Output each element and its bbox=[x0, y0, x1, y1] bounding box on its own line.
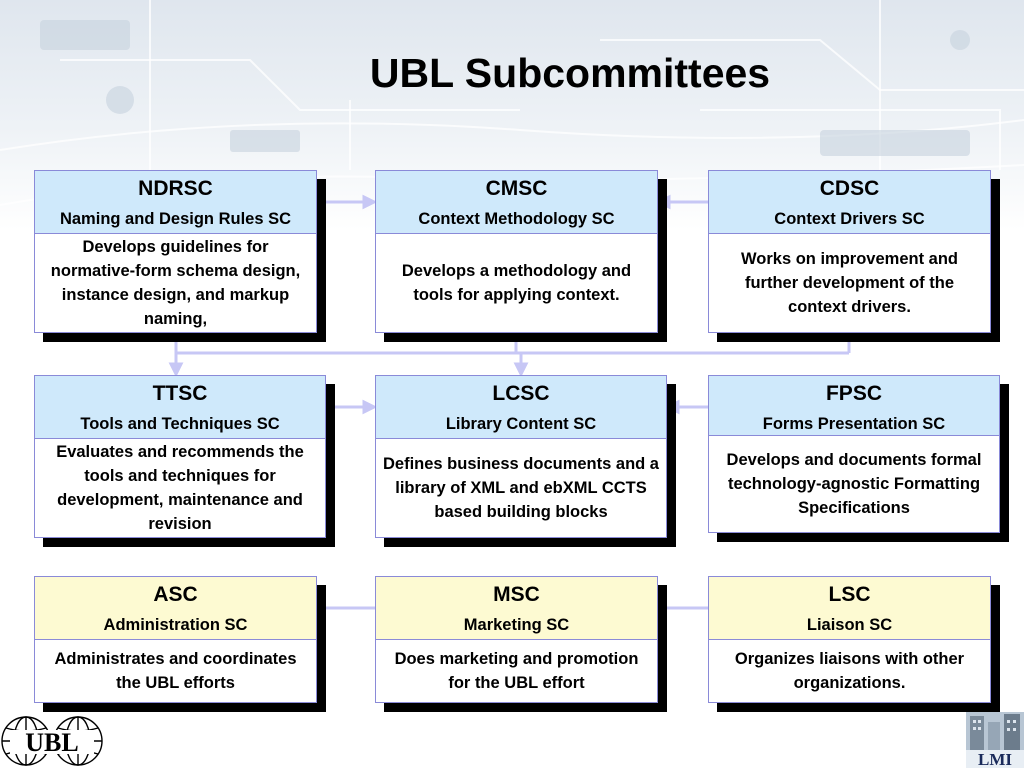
box-header: NDRSC Naming and Design Rules SC bbox=[35, 171, 316, 234]
subcommittee-name: Context Methodology SC bbox=[418, 210, 615, 228]
box-msc: MSC Marketing SC Does marketing and prom… bbox=[375, 576, 658, 703]
box-header: MSC Marketing SC bbox=[376, 577, 657, 640]
box-header: CDSC Context Drivers SC bbox=[709, 171, 990, 234]
box-cdsc: CDSC Context Drivers SC Works on improve… bbox=[708, 170, 991, 333]
box-lcsc: LCSC Library Content SC Defines business… bbox=[375, 375, 667, 538]
subcommittee-abbr: CMSC bbox=[485, 177, 548, 200]
box-header: LSC Liaison SC bbox=[709, 577, 990, 640]
subcommittee-name: Tools and Techniques SC bbox=[80, 415, 280, 433]
subcommittee-description: Does marketing and promotion for the UBL… bbox=[394, 650, 639, 692]
box-header: FPSC Forms Presentation SC bbox=[709, 376, 999, 436]
subcommittee-abbr: ASC bbox=[153, 583, 198, 606]
page-title: UBL Subcommittees bbox=[369, 50, 771, 96]
box-asc: ASC Administration SC Administrates and … bbox=[34, 576, 317, 703]
subcommittee-description: Administrates and coordinates the UBL ef… bbox=[54, 650, 297, 692]
subcommittee-name: Liaison SC bbox=[806, 616, 893, 634]
subcommittee-name: Marketing SC bbox=[463, 616, 570, 634]
ubl-logo-text: UBL bbox=[25, 728, 78, 757]
subcommittee-description: Develops and documents formal technology… bbox=[726, 451, 982, 517]
subcommittee-abbr: MSC bbox=[493, 583, 540, 606]
subcommittee-abbr: FPSC bbox=[825, 382, 882, 405]
box-lsc: LSC Liaison SC Organizes liaisons with o… bbox=[708, 576, 991, 703]
subcommittee-abbr: CDSC bbox=[819, 177, 880, 200]
box-header: TTSC Tools and Techniques SC bbox=[35, 376, 325, 439]
subcommittee-description: Develops guidelines for normative-form s… bbox=[50, 238, 301, 328]
box-header: CMSC Context Methodology SC bbox=[376, 171, 657, 234]
subcommittee-name: Library Content SC bbox=[445, 415, 597, 433]
box-fpsc: FPSC Forms Presentation SC Develops and … bbox=[708, 375, 1000, 533]
subcommittee-name: Administration SC bbox=[103, 616, 248, 634]
subcommittee-description: Defines business documents and a library… bbox=[383, 455, 659, 521]
box-ttsc: TTSC Tools and Techniques SC Evaluates a… bbox=[34, 375, 326, 538]
box-header: ASC Administration SC bbox=[35, 577, 316, 640]
subcommittee-description: Evaluates and recommends the tools and t… bbox=[56, 443, 304, 533]
ubl-logo: UBL bbox=[1, 716, 103, 766]
subcommittee-description: Develops a methodology and tools for app… bbox=[401, 262, 632, 304]
lmi-logo: LMI bbox=[966, 712, 1024, 768]
subcommittee-name: Context Drivers SC bbox=[774, 210, 925, 228]
subcommittee-abbr: LCSC bbox=[492, 382, 550, 405]
box-header: LCSC Library Content SC bbox=[376, 376, 666, 439]
subcommittee-name: Naming and Design Rules SC bbox=[59, 210, 292, 228]
subcommittee-abbr: NDRSC bbox=[138, 177, 213, 200]
subcommittee-description: Organizes liaisons with other organizati… bbox=[734, 650, 965, 692]
lmi-logo-text: LMI bbox=[978, 750, 1012, 768]
subcommittee-abbr: LSC bbox=[828, 583, 871, 606]
box-cmsc: CMSC Context Methodology SC Develops a m… bbox=[375, 170, 658, 333]
subcommittee-abbr: TTSC bbox=[152, 382, 208, 405]
box-ndrsc: NDRSC Naming and Design Rules SC Develop… bbox=[34, 170, 317, 333]
subcommittee-description: Works on improvement and further develop… bbox=[741, 250, 958, 316]
subcommittee-name: Forms Presentation SC bbox=[762, 415, 946, 433]
